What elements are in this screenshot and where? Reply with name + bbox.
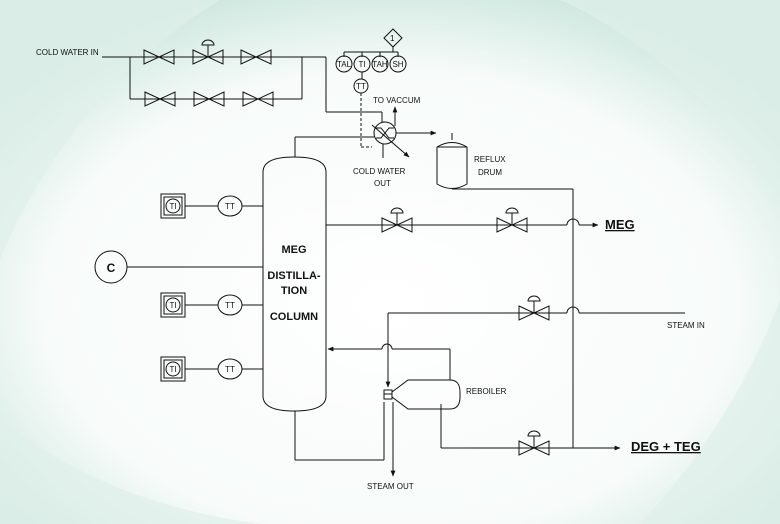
control-valve[interactable]: [381, 207, 413, 233]
label-steam-in: STEAM IN: [667, 321, 705, 330]
ti-top-label: TI: [358, 60, 365, 69]
control-valve[interactable]: [518, 295, 550, 321]
gate-valve[interactable]: [240, 49, 272, 65]
label-reflux: REFLUX: [474, 155, 506, 164]
column-label-line2: DISTILLA-: [267, 270, 320, 282]
column-label-line1: MEG: [281, 244, 306, 256]
tt-top-label: TT: [356, 82, 366, 91]
gate-valve[interactable]: [144, 91, 176, 107]
label-deg-teg: DEG + TEG: [631, 439, 701, 454]
label-reboiler: REBOILER: [466, 387, 507, 396]
background-swirl: [0, 420, 260, 524]
gate-valve[interactable]: [242, 91, 274, 107]
reboiler[interactable]: [383, 379, 461, 410]
sh-label: SH: [392, 60, 403, 69]
column-label-line4: COLUMN: [270, 311, 318, 323]
tah-indicator[interactable]: TAH: [371, 55, 389, 73]
label-cold-water-out: COLD WATER: [353, 167, 406, 176]
control-valve[interactable]: [496, 207, 528, 233]
ti-panel-indicator[interactable]: TI: [160, 292, 186, 318]
sh-indicator[interactable]: SH: [389, 55, 407, 73]
tal-indicator[interactable]: TAL: [335, 55, 353, 73]
label-to-vaccum: TO VACCUM: [373, 96, 421, 105]
ti-3-label: TI: [169, 365, 176, 374]
ti-1-label: TI: [169, 202, 176, 211]
label-steam-out: STEAM OUT: [367, 482, 414, 491]
ti-panel-indicator[interactable]: TI: [160, 356, 186, 382]
label-meg: MEG: [605, 217, 635, 232]
label-cold-water-out-2: OUT: [374, 179, 391, 188]
reflux-drum[interactable]: [436, 142, 468, 189]
gate-valve[interactable]: [193, 91, 225, 107]
tt-2-label: TT: [225, 301, 235, 310]
tal-label: TAL: [337, 60, 352, 69]
background-swirl: [560, 0, 780, 200]
meg-distillation-column[interactable]: MEG DISTILLA- TION COLUMN: [262, 156, 327, 412]
background-swirl: [640, 300, 780, 524]
ti-2-label: TI: [169, 301, 176, 310]
control-valve[interactable]: [518, 430, 550, 456]
tah-label: TAH: [372, 60, 388, 69]
background-swirl: [0, 0, 220, 260]
control-valve[interactable]: [192, 39, 224, 65]
diamond-number: 1: [390, 34, 395, 43]
column-label-line3: TION: [281, 285, 307, 297]
label-cold-water-in: COLD WATER IN: [36, 48, 99, 57]
gate-valve[interactable]: [143, 49, 175, 65]
tt-1-label: TT: [225, 202, 235, 211]
tt-3-label: TT: [225, 365, 235, 374]
controller-label: C: [107, 261, 116, 275]
label-reflux-drum: DRUM: [478, 168, 502, 177]
